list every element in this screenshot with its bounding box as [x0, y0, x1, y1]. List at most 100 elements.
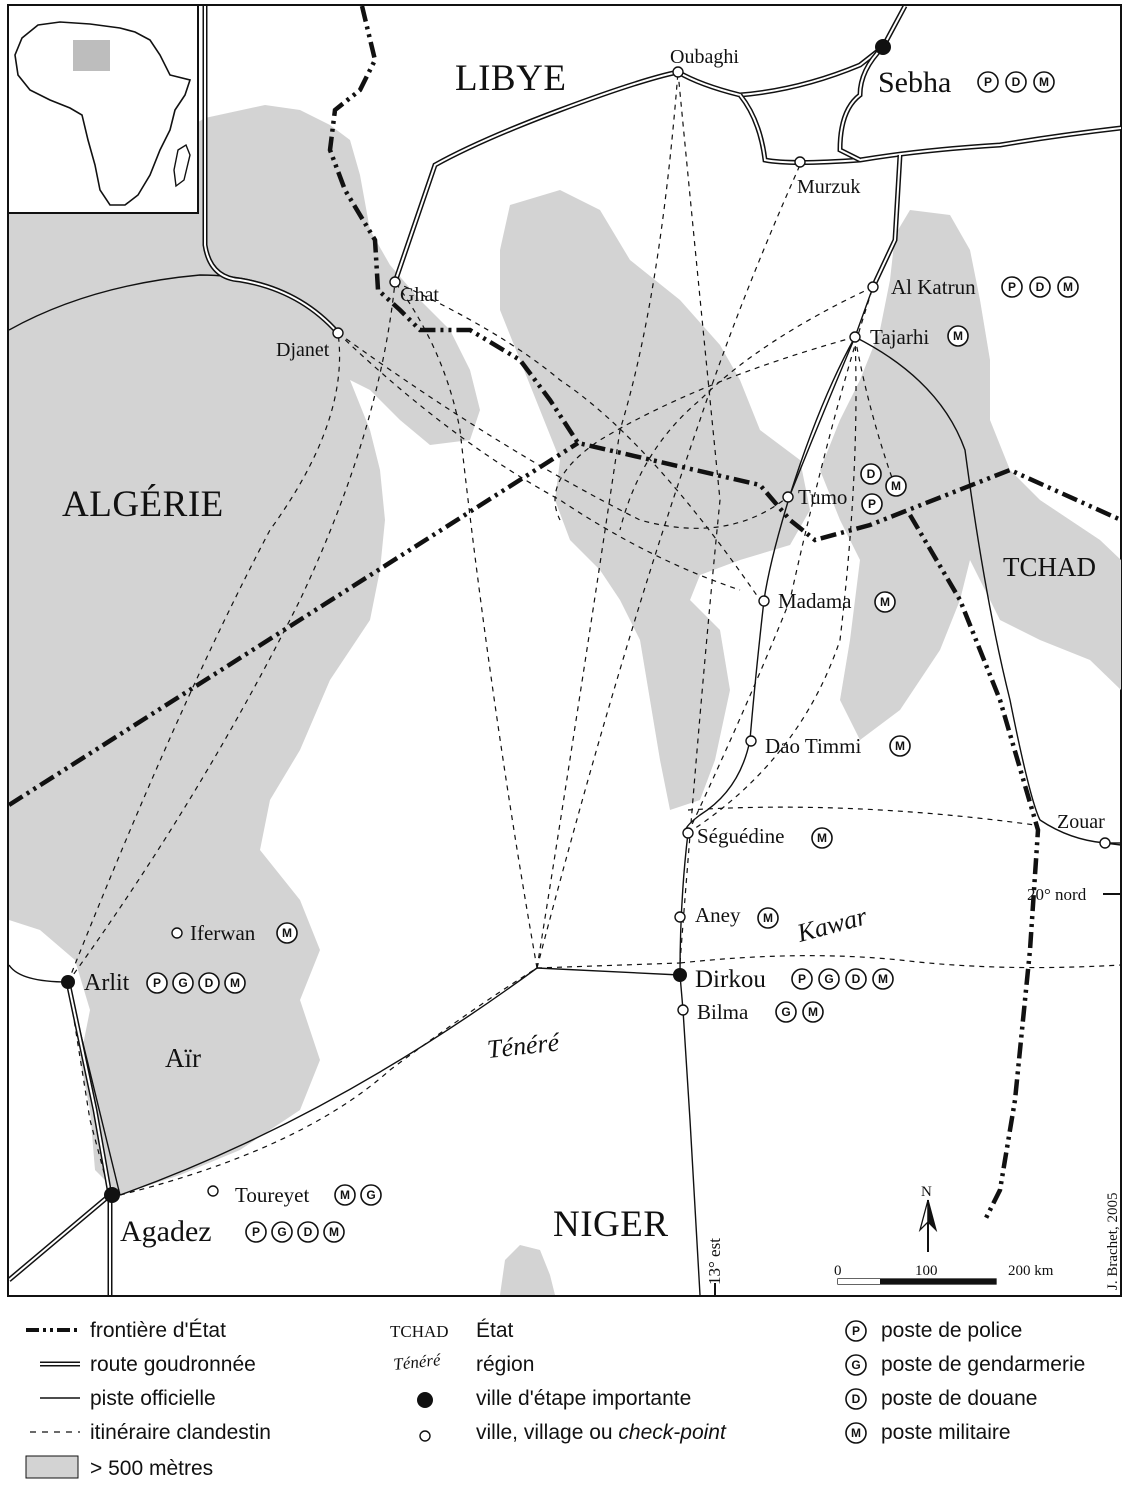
region-air: Aïr: [165, 1043, 201, 1073]
town-marker-dirkou: [673, 968, 687, 982]
badge-police: [791, 968, 813, 990]
relief-algeria-air: [9, 105, 480, 1195]
country-niger: NIGER: [553, 1204, 669, 1245]
badge-letter: P: [798, 972, 806, 986]
town-marker-sebha: [875, 39, 891, 55]
badge-militaire: [874, 591, 896, 613]
legend-militaire: poste militaire: [881, 1421, 1011, 1444]
badge-gendarmerie: [818, 968, 840, 990]
legend-ville-village: ville, village ou: [476, 1421, 613, 1444]
badge-letter: M: [230, 976, 240, 990]
lat-label: 20° nord: [1027, 885, 1087, 904]
credit: J. Brachet, 2005: [1105, 1193, 1121, 1290]
label-ghat: Ghat: [400, 284, 439, 306]
badge-police: [146, 972, 168, 994]
legend-gendarmerie: poste de gendarmerie: [881, 1353, 1085, 1376]
relief-central-ridge: [500, 190, 810, 810]
badge-letter: M: [1039, 75, 1049, 89]
label-iferwan: Iferwan: [190, 921, 256, 945]
badge-militaire: [885, 475, 907, 497]
scale-zero: 0: [834, 1263, 842, 1279]
badge-douane: [198, 972, 220, 994]
badges-tumo: D M P: [860, 463, 907, 515]
badge-letter: M: [880, 595, 890, 609]
badge-letter: D: [852, 972, 861, 986]
town-marker-madama: [758, 595, 770, 607]
scale-seg-2: [880, 1279, 922, 1284]
badge-letter: G: [366, 1188, 375, 1202]
scale-bar: 0 100 200 km: [834, 1263, 1054, 1285]
badge-letter: P: [252, 1225, 260, 1239]
legend-region-label: région: [476, 1353, 534, 1376]
north-label: N: [921, 1184, 932, 1200]
legend-ville-village-text: ville, village ou check-point: [476, 1421, 727, 1444]
badge-letter: G: [781, 1005, 790, 1019]
badge-gendarmerie: [172, 972, 194, 994]
town-marker-al-katrun: [867, 281, 879, 293]
badge-letter: M: [851, 1426, 861, 1440]
label-seguedine: Séguédine: [697, 824, 784, 848]
legend: frontière d'État route goudronnée piste …: [25, 1319, 1085, 1480]
label-madama: Madama: [778, 589, 852, 613]
badge-letter: D: [867, 467, 876, 481]
legend-douane-badge: [845, 1388, 867, 1410]
badges-sebha: P D M: [977, 71, 1055, 93]
town-marker-toureyet: [207, 1185, 219, 1197]
badge-letter: M: [817, 831, 827, 845]
badge-letter: M: [1063, 280, 1073, 294]
north-arrow: N: [918, 1184, 938, 1252]
relief-areas: [9, 105, 1121, 1295]
country-tchad: TCHAD: [1003, 552, 1096, 582]
study-area-marker: [73, 40, 110, 71]
relief-tibesti: [820, 210, 1121, 740]
badge-douane: [297, 1221, 319, 1243]
legend-state-sample: TCHAD: [390, 1322, 449, 1341]
legend-region-sample: Ténéré: [392, 1350, 442, 1374]
legend-militaire-badge: [845, 1422, 867, 1444]
badge-letter: D: [1012, 75, 1021, 89]
badge-letter: D: [852, 1392, 861, 1406]
legend-police-badge: [845, 1320, 867, 1342]
africa-inset: [7, 4, 199, 214]
badge-douane: [1005, 71, 1027, 93]
legend-frontiere: frontière d'État: [90, 1319, 226, 1342]
badge-gendarmerie: [775, 1001, 797, 1023]
legend-piste: piste officielle: [90, 1387, 216, 1410]
label-bilma: Bilma: [697, 1000, 749, 1024]
badge-militaire: [802, 1001, 824, 1023]
madagascar-outline: [173, 143, 191, 188]
badge-militaire: [323, 1221, 345, 1243]
badge-douane: [1029, 276, 1051, 298]
badge-police: [977, 71, 999, 93]
badge-letter: M: [891, 479, 901, 493]
label-djanet: Djanet: [276, 339, 330, 361]
legend-ville-importante: ville d'étape importante: [476, 1387, 691, 1410]
badge-letter: M: [878, 972, 888, 986]
badge-letter: P: [852, 1324, 860, 1338]
town-marker-dao-timmi: [745, 735, 757, 747]
badge-letter: M: [808, 1005, 818, 1019]
legend-state-label: État: [476, 1319, 514, 1342]
badges-tajarhi: M: [947, 325, 969, 347]
paved-roads: [9, 6, 1121, 1295]
africa-outline: [14, 21, 192, 206]
legend-small-town-symbol: [419, 1430, 431, 1442]
badge-militaire: [947, 325, 969, 347]
label-murzuk: Murzuk: [797, 176, 860, 198]
town-marker-tajarhi: [849, 331, 861, 343]
badge-letter: P: [153, 976, 161, 990]
badge-police: [245, 1221, 267, 1243]
badge-letter: M: [953, 329, 963, 343]
badge-militaire: [276, 922, 298, 944]
legend-big-town-symbol: [417, 1392, 433, 1408]
badge-letter: G: [851, 1358, 860, 1372]
badges-iferwan: M: [276, 922, 298, 944]
legend-itineraire: itinéraire clandestin: [90, 1421, 271, 1444]
badge-letter: G: [824, 972, 833, 986]
badge-militaire: [811, 827, 833, 849]
badge-letter: D: [1036, 280, 1045, 294]
map-area: [9, 6, 1121, 1295]
scale-seg-1: [838, 1279, 880, 1284]
label-sebha: Sebha: [878, 66, 951, 99]
scale-hundred: 100: [915, 1263, 938, 1279]
